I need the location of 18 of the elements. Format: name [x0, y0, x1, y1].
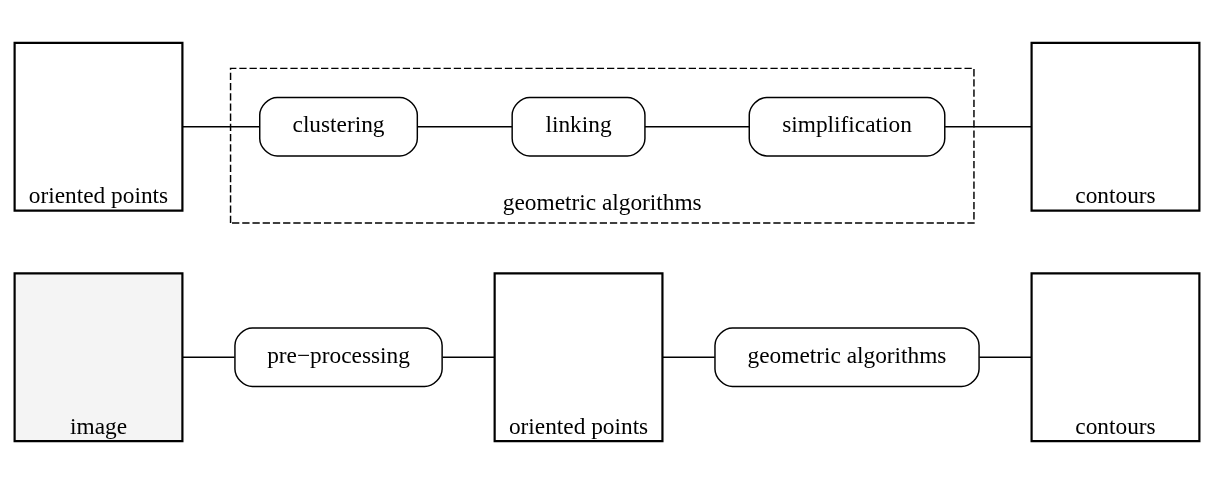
connector: [441, 356, 496, 358]
node-box: contours: [1030, 41, 1201, 212]
node-box: linking: [511, 96, 646, 157]
connector: [644, 126, 750, 128]
connector: [944, 126, 1033, 128]
node-box: image: [13, 272, 184, 443]
connector: [182, 356, 236, 358]
node-box: clustering: [259, 96, 419, 157]
node-box: pre−processing: [234, 327, 443, 388]
connector: [978, 356, 1033, 358]
connector: [661, 356, 716, 358]
node-box: oriented points: [13, 41, 184, 212]
connector: [182, 126, 261, 128]
node-box: geometric algorithms: [714, 327, 980, 388]
node-box: contours: [1030, 272, 1201, 443]
connector: [416, 126, 513, 128]
node-box: simplification: [748, 96, 946, 157]
node-box: oriented points: [493, 272, 664, 443]
